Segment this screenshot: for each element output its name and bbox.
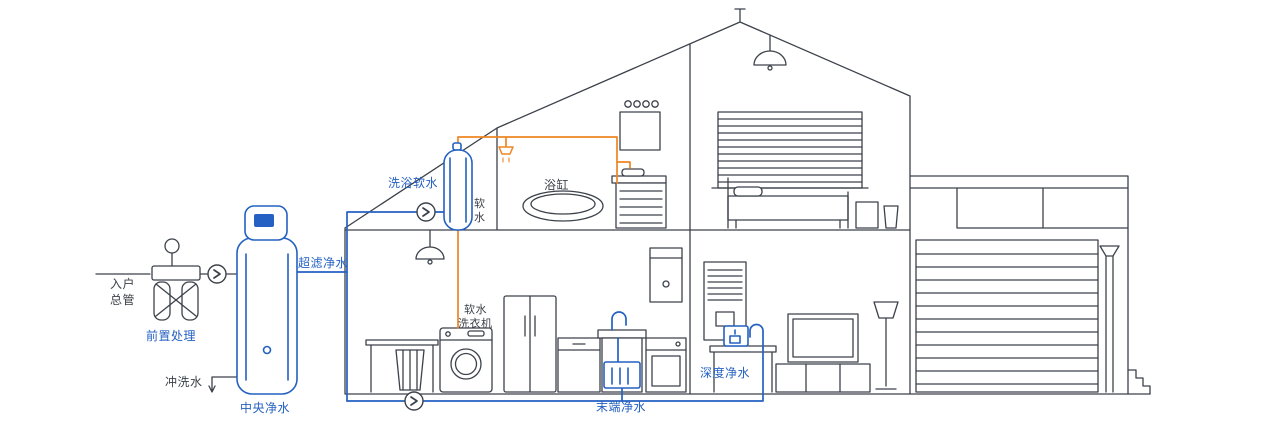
label-soft-washer-line2: 洗衣机 xyxy=(458,316,493,330)
chevron-right-icon xyxy=(422,207,430,217)
pipe-floor-run xyxy=(346,337,764,402)
label-terminal-purifier: 末端净水 xyxy=(596,400,646,414)
pipes-orange xyxy=(457,136,631,329)
label-soft-washer-line1: 软水 xyxy=(464,302,487,316)
pendant-lamp-bedroom xyxy=(753,34,787,71)
bed xyxy=(727,177,849,229)
chevron-right-icon xyxy=(213,269,221,279)
central-purifier-device xyxy=(236,205,298,395)
pipe-flush xyxy=(208,376,239,393)
bath-softener-tank xyxy=(443,142,473,231)
shower-drips xyxy=(502,157,510,163)
refrigerator xyxy=(503,295,557,393)
nightstand xyxy=(855,201,879,229)
garage xyxy=(909,175,1151,395)
steps xyxy=(1127,369,1151,395)
laundry-basket xyxy=(395,349,425,391)
terminal-purifier-device xyxy=(603,361,641,389)
bathtub xyxy=(522,190,604,222)
terrace-parapet xyxy=(909,175,1129,395)
pipes-blue xyxy=(296,211,764,402)
floor-lamp xyxy=(873,301,899,390)
label-soft-water-char1: 软 xyxy=(474,196,486,210)
label-central-purifier: 中央净水 xyxy=(240,400,290,415)
label-pre-treatment: 前置处理 xyxy=(146,328,196,343)
vanity-counter xyxy=(611,175,667,184)
bathroom-mirror xyxy=(619,111,661,151)
pendant-lamp-laundry xyxy=(415,229,445,265)
pipe-soft-water-main xyxy=(457,136,618,184)
house-structure xyxy=(344,8,1151,395)
bedroom xyxy=(711,34,899,229)
waste-bin xyxy=(883,205,899,229)
bath-heater xyxy=(615,182,667,229)
chevron-right-icon xyxy=(410,396,418,406)
pipe-riser-and-feed xyxy=(346,211,445,402)
label-soft-water-char2: 水 xyxy=(474,211,486,224)
wash-basin xyxy=(621,168,645,177)
kitchen-cabinet xyxy=(557,337,601,393)
bathroom xyxy=(522,100,667,229)
label-ultrafiltration: 超滤净水 xyxy=(298,255,348,270)
pre-filter-device xyxy=(151,238,201,321)
deep-purifier-device xyxy=(723,325,749,347)
flow-arrow-floor xyxy=(404,391,424,411)
side-table xyxy=(365,339,439,393)
television xyxy=(775,313,871,393)
label-inlet-line2: 总管 xyxy=(110,292,135,307)
blinds-window xyxy=(711,111,869,189)
flow-arrow-inlet xyxy=(207,264,227,284)
shower-head xyxy=(498,146,514,155)
house-outline xyxy=(344,8,1151,395)
flow-arrow-softener xyxy=(416,202,436,222)
wall-cupboard xyxy=(649,247,683,303)
labels: 入户 总管 前置处理 冲洗水 中央净水 超滤净水 洗浴软水 软 水 浴缸 软水 … xyxy=(110,176,750,415)
label-deep-purifier: 深度净水 xyxy=(700,365,750,380)
garage-door-slats xyxy=(915,253,1099,385)
dispenser-faucet xyxy=(749,323,764,349)
vanity-lights xyxy=(624,100,659,108)
washing-machine xyxy=(439,327,493,393)
label-bath-softener: 洗浴软水 xyxy=(388,176,438,190)
sink-faucet xyxy=(611,311,627,331)
downspout xyxy=(1099,245,1120,393)
dishwasher xyxy=(645,337,687,393)
garage-door-frame xyxy=(915,239,1099,393)
laundry-kitchen xyxy=(365,229,687,393)
basin-faucet xyxy=(616,161,631,169)
living-room xyxy=(703,261,899,393)
label-flush-water: 冲洗水 xyxy=(165,374,203,389)
label-bathtub: 浴缸 xyxy=(544,177,569,192)
label-inlet-line1: 入户 xyxy=(110,276,135,291)
